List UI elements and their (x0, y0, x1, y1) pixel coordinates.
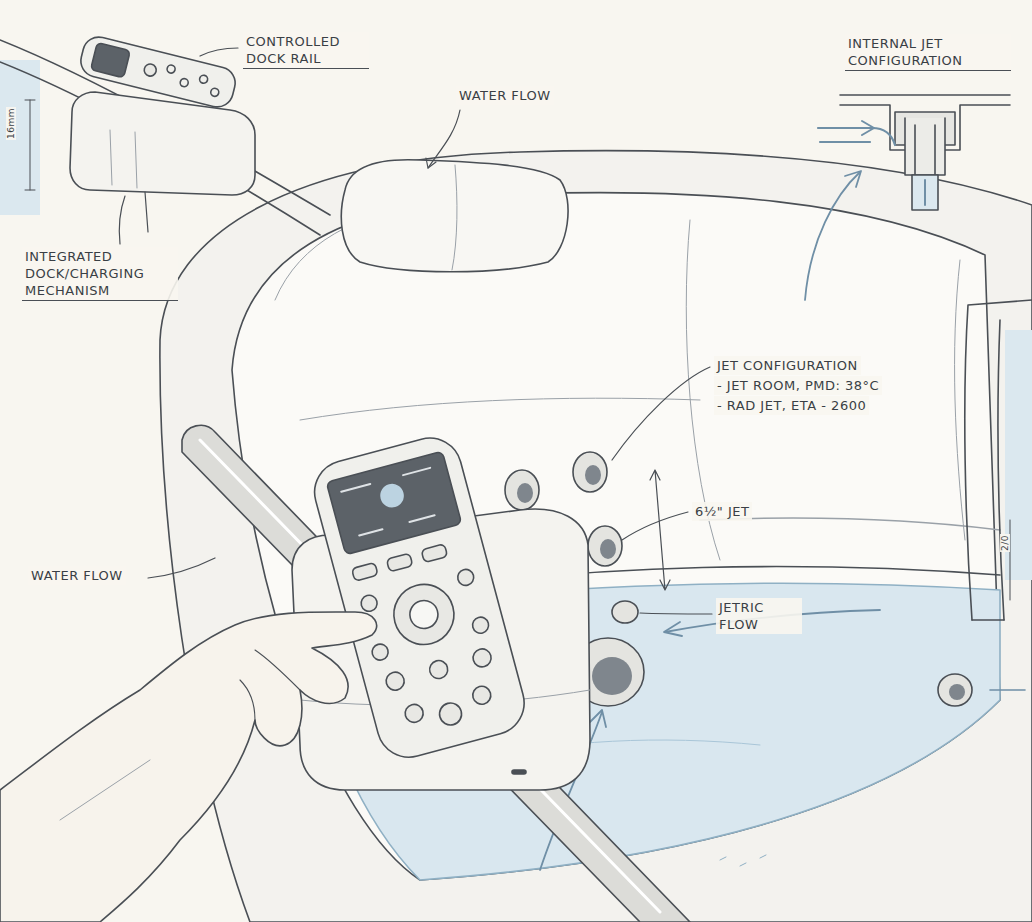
part-label: INTEGRATED DOCK/CHARGING MECHANISM (22, 247, 178, 301)
spec-heading: JET CONFIGURATION (714, 356, 861, 375)
flow-label: JETRIC FLOW (716, 598, 802, 634)
part-label: CONTROLLED DOCK RAIL (243, 32, 369, 69)
spec-note: - JET ROOM, PMD: 38°C (714, 376, 882, 395)
dimension-label: 2/0 (1000, 534, 1010, 552)
flow-label: WATER FLOW (456, 86, 554, 105)
part-label: INTERNAL JET CONFIGURATION (845, 34, 1011, 71)
dimension-label: 16mm (6, 107, 16, 140)
spec-note: - RAD JET, ETA - 2600 (714, 396, 869, 415)
flow-label: WATER FLOW (28, 566, 126, 585)
dimension-label: 6½" JET (692, 502, 752, 521)
